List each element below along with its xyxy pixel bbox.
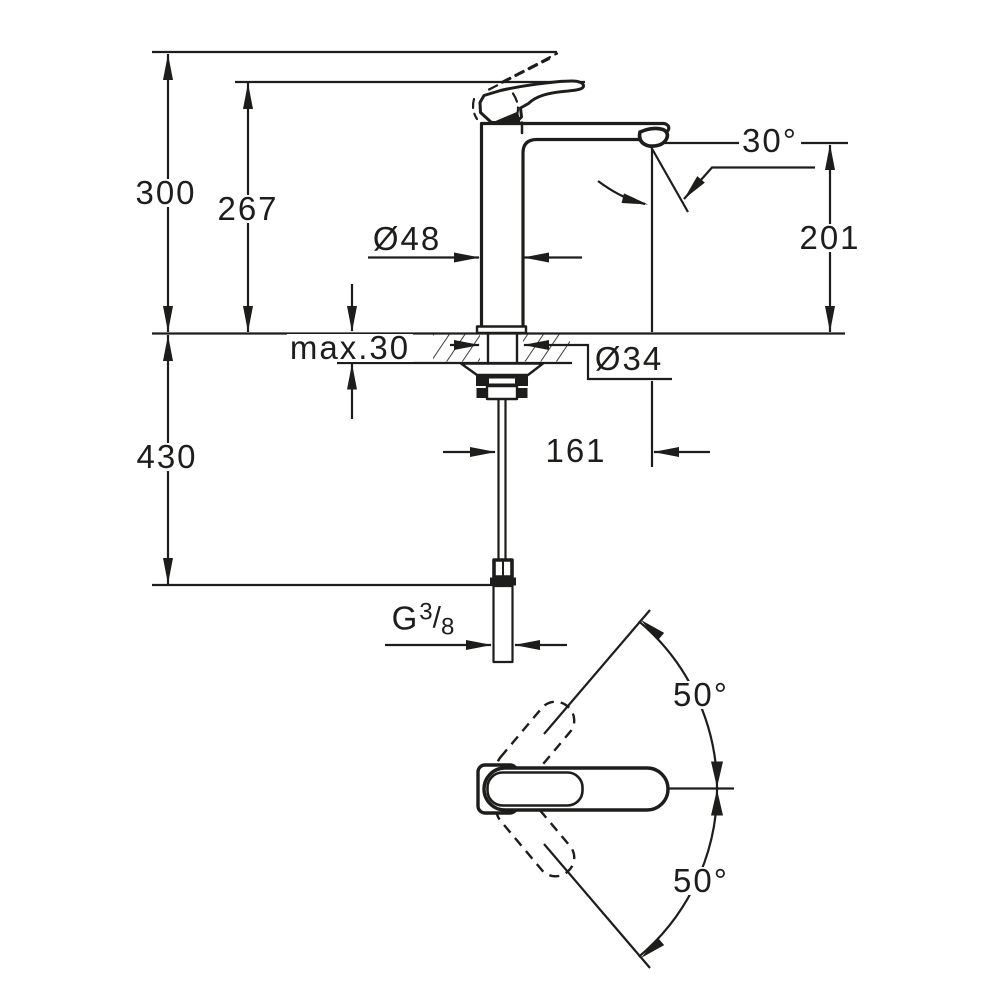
dim-label-thread-g38: G3/8 xyxy=(388,598,458,642)
fitting-tab-right xyxy=(517,388,528,398)
handle-foot-wedge xyxy=(492,111,521,123)
deck-section xyxy=(433,334,570,362)
fitting-tab-left xyxy=(476,388,487,398)
washer-trapezoid xyxy=(459,362,545,377)
dim-label-30-degrees: 30° xyxy=(739,124,801,157)
dim-label-max-30: max.30 xyxy=(286,331,414,364)
faucet-body-inner-edge xyxy=(521,137,641,332)
dim-label-300: 300 xyxy=(132,176,200,209)
mounting-hardware xyxy=(459,334,545,664)
thread-tube xyxy=(492,584,514,664)
swivel-line-upper xyxy=(543,609,651,735)
thread-numerator: 3 xyxy=(419,598,433,626)
thread-denominator: 8 xyxy=(441,613,455,641)
dim-label-267: 267 xyxy=(214,192,282,225)
handle-lever-inner xyxy=(486,771,584,807)
spout-aerator xyxy=(637,126,670,148)
handle-lever xyxy=(482,766,670,812)
dim-label-50-degrees-lower: 50° xyxy=(670,864,732,897)
handle-side-view xyxy=(478,79,585,124)
thread-prefix: G xyxy=(391,599,420,637)
faucet-side-view xyxy=(471,52,671,335)
dim-label-201: 201 xyxy=(796,221,864,254)
handle-raised-dashed xyxy=(471,52,559,121)
lower-fitting xyxy=(485,384,519,401)
swivel-line-lower xyxy=(543,843,651,969)
mounting-nut-slot xyxy=(489,378,515,384)
base-flange xyxy=(475,325,528,335)
handle-top-view xyxy=(476,700,670,878)
thread-separator: / xyxy=(432,601,442,635)
connector-cap xyxy=(490,577,516,586)
dim-label-diameter-34: Ø34 xyxy=(591,342,667,375)
dim-label-diameter-48: Ø48 xyxy=(369,222,445,255)
spout-end-cap xyxy=(661,121,671,136)
deck-hatch-left xyxy=(433,334,480,362)
dim-label-161: 161 xyxy=(542,434,610,467)
spout-angle-slant-line xyxy=(649,145,689,213)
dim-label-430: 430 xyxy=(133,440,201,473)
dim-label-50-degrees-upper: 50° xyxy=(670,678,732,711)
deck-hatch-right xyxy=(523,334,570,362)
